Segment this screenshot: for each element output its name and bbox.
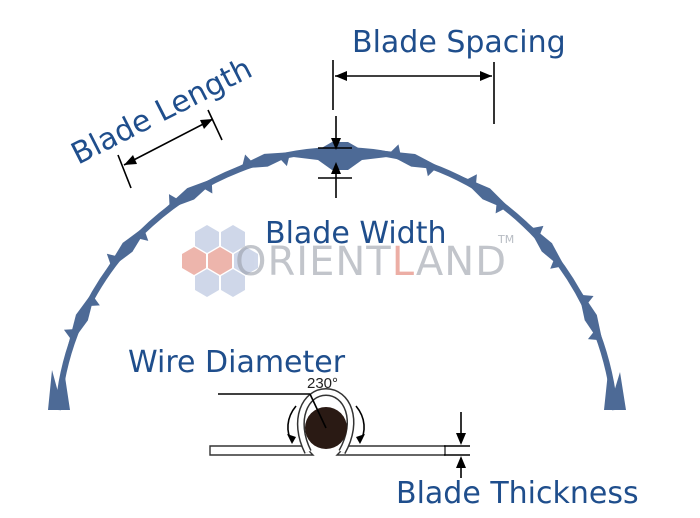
top-blade [285, 142, 395, 170]
blade-width-label: Blade Width [265, 216, 447, 251]
wire-diameter-label: Wire Diameter [128, 345, 346, 380]
cross-section [209, 387, 446, 456]
blade-barb [63, 329, 77, 340]
angle-label: 230° [307, 375, 338, 392]
watermark-text: ORIENTLAND [235, 239, 507, 285]
blade-barb [106, 253, 120, 266]
blade [380, 150, 446, 171]
blade-group [63, 144, 605, 349]
watermark-tm: TM [497, 233, 514, 246]
blade [233, 151, 299, 169]
blade-spacing-dimension [332, 60, 495, 124]
blade-barb [278, 153, 290, 167]
blade-length-dimension [117, 109, 223, 189]
blade-spacing-label: Blade Spacing [352, 25, 566, 60]
blade-barb [550, 257, 563, 269]
blade-thickness-dimension [444, 412, 470, 478]
blade-barb [242, 154, 254, 167]
blade-thickness-label: Blade Thickness [396, 476, 639, 511]
blade-barb [495, 200, 507, 214]
blade-barb [201, 180, 213, 194]
left-end-blade [48, 370, 70, 410]
blade-barb [465, 174, 477, 187]
blade-barb [581, 294, 594, 306]
right-end-blade [604, 372, 626, 410]
blade-barb [136, 229, 149, 241]
blade-length-label: Blade Length [66, 51, 258, 172]
blade [67, 286, 97, 349]
blade-barb [531, 225, 544, 238]
watermark-logo-icon [182, 225, 258, 297]
blade-barb [389, 144, 402, 157]
blade-width-dimension [318, 116, 352, 198]
blade-barb [168, 194, 180, 207]
blade-barb [587, 329, 601, 341]
blade-barb [425, 163, 437, 177]
blade-barb [87, 295, 100, 307]
blade [161, 176, 220, 212]
